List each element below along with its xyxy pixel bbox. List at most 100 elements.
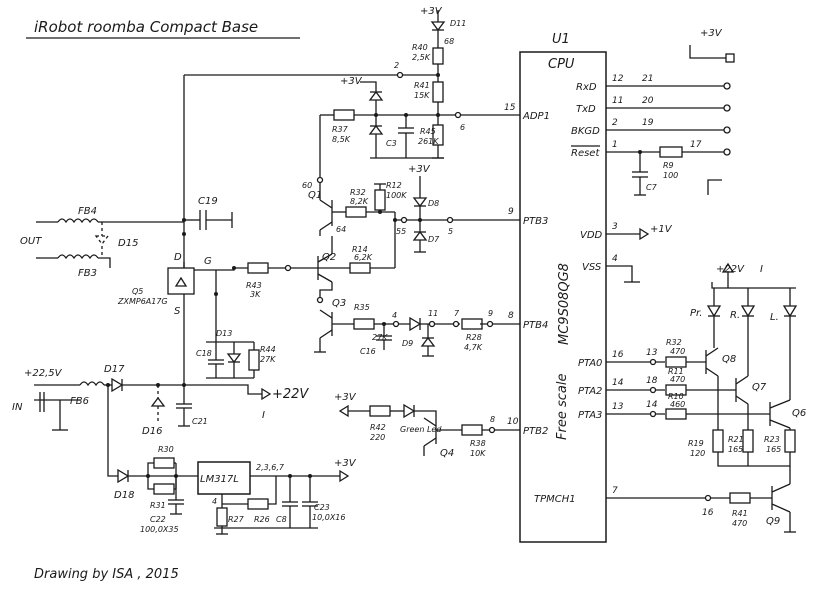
- fb3-label: FB3: [78, 268, 97, 279]
- pin-name-ptb3: PTB3: [523, 216, 548, 227]
- d8-label: D8: [428, 199, 439, 208]
- r45-val: 261K: [418, 137, 439, 146]
- lm317-pins: 2,3,6,7: [256, 463, 285, 472]
- pin-name-vss: VSS: [582, 262, 602, 273]
- pin-name-rxd: RxD: [576, 82, 597, 93]
- node-2: 2: [394, 61, 399, 70]
- net-tpmch1: 16: [702, 508, 714, 518]
- node-7: 7: [454, 309, 460, 318]
- r35-val: 27K: [372, 333, 388, 342]
- q7-label: Q7: [752, 382, 767, 393]
- r43-ref: R43: [246, 281, 262, 290]
- d13-label: D13: [216, 329, 232, 338]
- pin-num-rxd: 12: [612, 74, 624, 84]
- node-55: 55: [396, 227, 406, 236]
- q1-label: Q1: [308, 190, 322, 201]
- sym-i-out: I: [262, 410, 265, 421]
- c18-label: C18: [196, 349, 212, 358]
- r14-val: 6,2K: [354, 253, 373, 262]
- r37-val: 8,5K: [332, 135, 351, 144]
- r23-ref: R23: [764, 435, 780, 444]
- net-reset: 17: [690, 140, 702, 150]
- rail-3v-r37: +3V: [340, 76, 363, 87]
- net-pta0: 13: [646, 348, 658, 358]
- d7-label: D7: [428, 235, 440, 244]
- lm317-part: LM317L: [200, 474, 239, 485]
- c21-label: C21: [192, 417, 208, 426]
- q2-label: Q2: [322, 252, 336, 263]
- q5-s: S: [174, 306, 181, 317]
- rail-3v-reg: +3V: [334, 458, 357, 469]
- r30-label: R30: [158, 445, 174, 454]
- c3-label: C3: [386, 139, 397, 148]
- rail-3v-d8: +3V: [408, 164, 431, 175]
- net-bkgd: 19: [642, 118, 654, 128]
- r19-val: 120: [690, 449, 705, 458]
- pin-name-vdd: VDD: [580, 230, 603, 241]
- r10-val: 460: [670, 400, 685, 409]
- fb6-label: FB6: [70, 396, 89, 407]
- pin-num-txd: 11: [612, 96, 623, 106]
- r32-ref: R32: [350, 188, 366, 197]
- pin-num-vss: 4: [612, 254, 618, 264]
- r41-val: 15K: [414, 91, 430, 100]
- led-l-label: L.: [770, 312, 779, 323]
- q5-ref: Q5: [132, 287, 143, 296]
- pin-name-pta0: PTA0: [578, 358, 602, 369]
- c19-label: C19: [198, 196, 218, 207]
- node-11: 11: [428, 309, 438, 318]
- node-64: 64: [336, 225, 346, 234]
- pin-num-pta0: 16: [612, 350, 624, 360]
- pin-num-reset: 1: [612, 140, 618, 150]
- r38-val: 10K: [470, 449, 486, 458]
- r43-val: 3K: [250, 290, 261, 299]
- node-68: 68: [444, 37, 454, 46]
- r12-val: 100K: [386, 191, 407, 200]
- r23-val: 165: [766, 445, 781, 454]
- r45-ref: R45: [420, 127, 436, 136]
- r44-val: 27K: [260, 355, 276, 364]
- in-connector-label: IN: [12, 402, 23, 413]
- node-8: 8: [490, 415, 495, 424]
- q8-label: Q8: [722, 354, 736, 365]
- pin-num-tpmch1: 7: [612, 486, 618, 496]
- drawing-credit: Drawing by ISA , 2015: [34, 567, 179, 582]
- c7-label: C7: [646, 183, 658, 192]
- r42-val: 220: [370, 433, 385, 442]
- q5-part: ZXMP6A17G: [117, 297, 168, 306]
- rail-in-22-5v: +22,5V: [24, 368, 63, 379]
- c8-label: C8: [276, 515, 287, 524]
- pin-num-vdd: 3: [612, 222, 618, 232]
- q4-label: Q4: [440, 448, 454, 459]
- q3-label: Q3: [332, 298, 346, 309]
- net-pta2: 18: [646, 376, 658, 386]
- rail-3v-green: +3V: [334, 392, 357, 403]
- r12-ref: R12: [386, 181, 402, 190]
- mcu-ref: U1: [552, 32, 570, 47]
- r28-val: 4,7K: [464, 343, 483, 352]
- fb4-label: FB4: [78, 206, 97, 217]
- r31-label: R31: [150, 501, 166, 510]
- d9-label: D9: [402, 339, 413, 348]
- rail-vdd: +1V: [650, 224, 673, 235]
- d17-label: D17: [104, 364, 125, 375]
- pin-num-pta2: 14: [612, 378, 624, 388]
- q9-label: Q9: [766, 516, 780, 527]
- r32b-val: 470: [670, 347, 685, 356]
- pin-num-ptb4: 8: [508, 311, 514, 321]
- r37-ref: R37: [332, 125, 349, 134]
- pin-name-pta3: PTA3: [578, 410, 602, 421]
- r14-ref: R14: [352, 245, 368, 254]
- node-5: 5: [448, 227, 453, 236]
- r40-ref: R40: [412, 43, 428, 52]
- rail-22v-out: +22V: [272, 387, 309, 402]
- node-4: 4: [392, 311, 397, 320]
- r41-ref: R41: [414, 81, 430, 90]
- r41b-ref: R41: [732, 509, 748, 518]
- c16-label: C16: [360, 347, 376, 356]
- c22-ref: C22: [150, 515, 166, 524]
- r42-ref: R42: [370, 423, 386, 432]
- d16-label: D16: [142, 426, 162, 437]
- r19-ref: R19: [688, 439, 704, 448]
